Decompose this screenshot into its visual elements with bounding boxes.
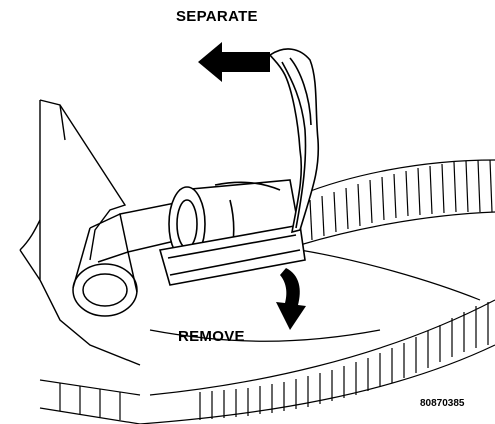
body-panel	[19, 99, 141, 366]
separate-label: SEPARATE	[176, 8, 258, 25]
spring-clip	[268, 48, 320, 234]
separate-arrow-icon	[198, 42, 270, 82]
remove-label: REMOVE	[178, 328, 245, 345]
wiring-harness	[39, 159, 495, 424]
figure-number: 80870385	[420, 398, 465, 409]
bracket-base	[158, 224, 306, 286]
remove-arrow-icon	[276, 268, 306, 330]
